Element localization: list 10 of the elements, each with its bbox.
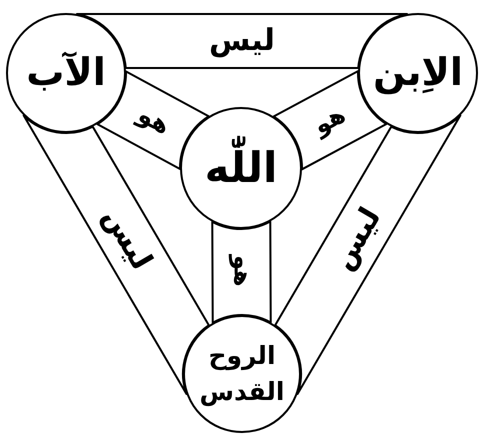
band-connector — [211, 220, 272, 324]
band-connector — [22, 114, 210, 395]
node-label: الاِبن — [372, 49, 464, 96]
band-connector — [272, 70, 388, 170]
node-label: الروح القدس — [198, 340, 286, 408]
band-connector — [76, 13, 408, 69]
band-connector — [274, 114, 462, 395]
node-label: الآب — [25, 49, 107, 96]
node-label: اللّٰه — [202, 136, 280, 200]
band-connector — [96, 70, 210, 170]
